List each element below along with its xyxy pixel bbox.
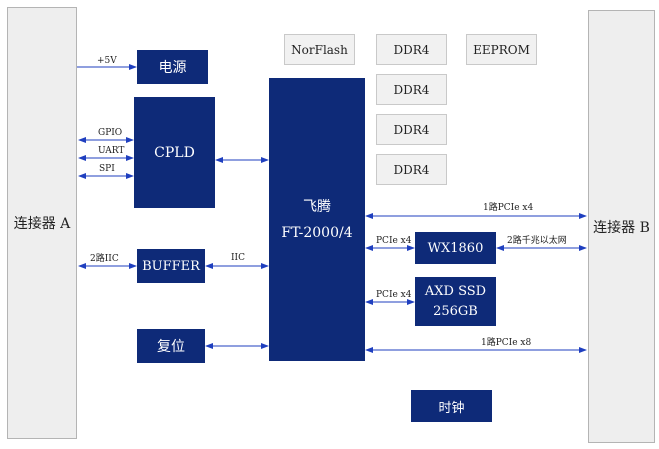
ssd-name: AXD SSD [424,283,487,299]
label-pcie-x4-ssd: PCIe x4 [376,290,412,300]
cpu-name: 飞腾 [303,198,331,215]
connector-a: 连接器 A [7,7,77,439]
ddr4-block-3: DDR4 [376,114,447,145]
clock-block: 时钟 [411,390,492,422]
label-5v: +5V [97,56,117,66]
label-spi: SPI [99,164,115,174]
ddr4-block-4: DDR4 [376,154,447,185]
label-iic2: 2路IIC [90,254,119,264]
ddr4-block-1: DDR4 [376,34,447,65]
buffer-block: BUFFER [137,249,205,283]
reset-block: 复位 [137,329,205,363]
wx1860-block: WX1860 [415,232,496,264]
label-eth: 2路千兆以太网 [507,236,567,246]
power-block: 电源 [137,50,208,84]
label-pcie-x8: 1路PCIe x8 [481,338,532,348]
cpu-block: 飞腾 FT-2000/4 [269,78,365,361]
label-pcie-x4-wx: PCIe x4 [376,236,412,246]
cpu-model: FT-2000/4 [281,224,353,241]
ddr4-block-2: DDR4 [376,74,447,105]
label-gpio: GPIO [98,128,123,138]
label-iic: IIC [231,253,245,263]
label-pcie-x4-top: 1路PCIe x4 [483,203,534,213]
norflash-block: NorFlash [284,34,355,65]
label-uart: UART [98,146,125,156]
connector-b: 连接器 B [588,10,655,443]
cpld-block: CPLD [134,97,215,208]
eeprom-block: EEPROM [466,34,537,65]
ssd-block: AXD SSD 256GB [415,277,496,326]
ssd-capacity: 256GB [433,303,478,319]
